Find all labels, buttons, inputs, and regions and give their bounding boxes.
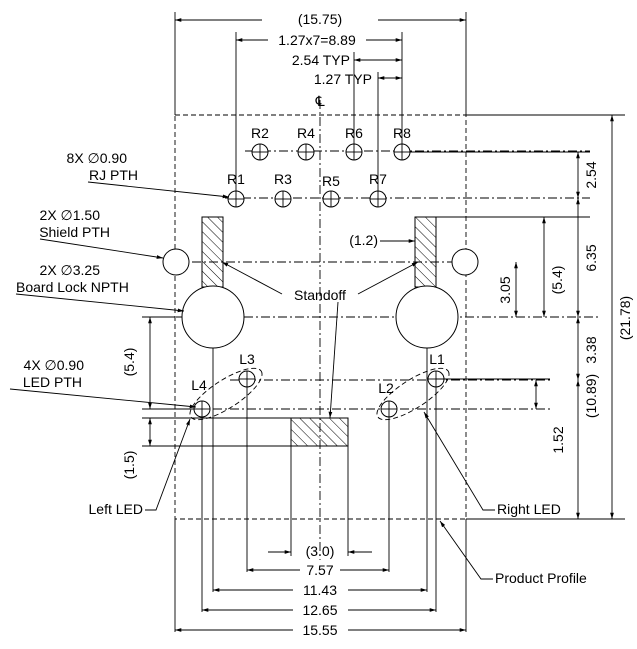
board-lock-right (395, 285, 459, 349)
dim-right-overall: (21.78) (617, 296, 633, 340)
callout-led-name: LED PTH (23, 374, 82, 390)
left-led-outline (189, 367, 263, 421)
callout-board-lock-name: Board Lock NPTH (16, 279, 129, 295)
dim-right-row-gap: 2.54 (583, 161, 599, 188)
dim-bottom-1143: 11.43 (303, 582, 337, 598)
dim-right-lock-to-shield: 3.05 (497, 276, 513, 303)
pin-label-r1: R1 (227, 171, 245, 187)
pin-label-r6: R6 (345, 125, 363, 141)
standoff-center (290, 417, 349, 447)
dim-bottom-757: 7.57 (306, 562, 333, 578)
dim-pin-span: 1.27x7=8.89 (278, 32, 356, 48)
pin-label-l4: L4 (191, 377, 207, 393)
dim-right-lock-paren: (5.4) (549, 266, 565, 295)
dim-bottom-center: (3.0) (306, 543, 335, 559)
dim-bottom-1555: 15.55 (302, 622, 337, 638)
pin-label-l3: L3 (239, 351, 255, 367)
callout-standoff: Standoff (294, 287, 346, 303)
pin-label-l1: L1 (429, 351, 445, 367)
pin-label-r3: R3 (274, 171, 292, 187)
callout-product-profile: Product Profile (495, 570, 587, 586)
pin-label-l2: L2 (378, 380, 394, 396)
callout-left-led: Left LED (89, 501, 143, 517)
dim-left-led-paren: (5.4) (121, 348, 137, 377)
dim-half-pitch-typ: 1.27 TYP (314, 71, 372, 87)
right-led-outline (376, 367, 450, 421)
centerline-symbol: ℄ (314, 93, 327, 109)
callout-board-lock-count: 2X ∅3.25 (40, 262, 101, 278)
callout-right-led: Right LED (497, 501, 561, 517)
callout-rj-pth-name: RJ PTH (89, 167, 138, 183)
standoff-left (201, 216, 224, 288)
shield-pth-left (162, 248, 190, 276)
pin-label-r7: R7 (369, 171, 387, 187)
dim-right-led-paren: (10.89) (583, 374, 599, 418)
shield-pth-right (451, 248, 479, 276)
dim-left-bottom-paren: (1.5) (121, 451, 137, 480)
dim-right-lock-to-led: 3.38 (583, 336, 599, 363)
dim-right-shield-to-row: 6.35 (583, 244, 599, 271)
callout-shield-count: 2X ∅1.50 (40, 207, 101, 223)
dim-standoff-width: (1.2) (349, 232, 378, 248)
dim-bottom-1265: 12.65 (302, 602, 337, 618)
pin-label-r4: R4 (297, 125, 315, 141)
callout-led-count: 4X ∅0.90 (24, 357, 85, 373)
led-pth-holes (193, 370, 445, 418)
rj-pth-holes (227, 143, 411, 208)
pin-label-r5: R5 (322, 173, 340, 189)
dim-pitch-typ: 2.54 TYP (292, 52, 350, 68)
standoff-right (414, 216, 437, 288)
callout-shield-name: Shield PTH (39, 224, 110, 240)
callout-rj-pth-count: 8X ∅0.90 (67, 150, 128, 166)
dim-right-led-gap: 1.52 (550, 426, 566, 453)
pin-label-r8: R8 (393, 125, 411, 141)
pin-label-r2: R2 (251, 125, 269, 141)
board-lock-left (181, 285, 245, 349)
dim-top-overall: (15.75) (298, 11, 342, 27)
